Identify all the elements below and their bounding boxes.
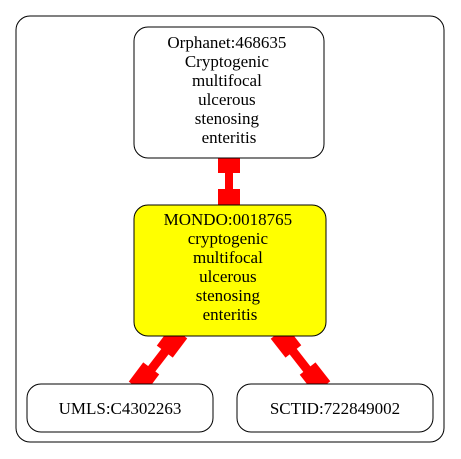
svg-text:UMLS:C4302263: UMLS:C4302263	[59, 399, 182, 418]
edge-orphanet-mondo	[218, 153, 240, 209]
node-orphanet-line: multifocal	[192, 71, 262, 90]
node-mondo-line: multifocal	[193, 248, 263, 267]
node-orphanet-line: Cryptogenic	[185, 52, 269, 71]
node-orphanet-line: enteritis	[202, 128, 257, 147]
node-sctid-label: SCTID:722849002	[270, 399, 400, 418]
node-mondo: MONDO:0018765 cryptogenic multifocal ulc…	[133, 204, 327, 337]
node-orphanet-line: stenosing	[195, 109, 260, 128]
node-mondo-line: stenosing	[196, 286, 261, 305]
node-mondo-line: enteritis	[203, 305, 258, 324]
node-mondo-line: MONDO:0018765	[164, 210, 292, 229]
node-sctid: SCTID:722849002	[236, 383, 434, 433]
svg-text:SCTID:722849002: SCTID:722849002	[270, 399, 400, 418]
node-umls-label: UMLS:C4302263	[59, 399, 182, 418]
node-mondo-line: cryptogenic	[188, 229, 269, 248]
node-orphanet-line: Orphanet:468635	[167, 33, 286, 52]
node-mondo-line: ulcerous	[199, 267, 257, 286]
node-orphanet: Orphanet:468635 Cryptogenic multifocal u…	[133, 26, 325, 159]
node-umls: UMLS:C4302263	[26, 383, 214, 433]
svg-text:MONDO:0018765 cryptogeni: MONDO:0018765 cryptogenic multifocal ulc…	[164, 210, 297, 324]
cluster-border	[15, 15, 445, 443]
svg-text:Orphanet:468635 Cryptoge: Orphanet:468635 Cryptogenic multifocal u…	[167, 33, 290, 147]
node-orphanet-line: ulcerous	[198, 90, 256, 109]
